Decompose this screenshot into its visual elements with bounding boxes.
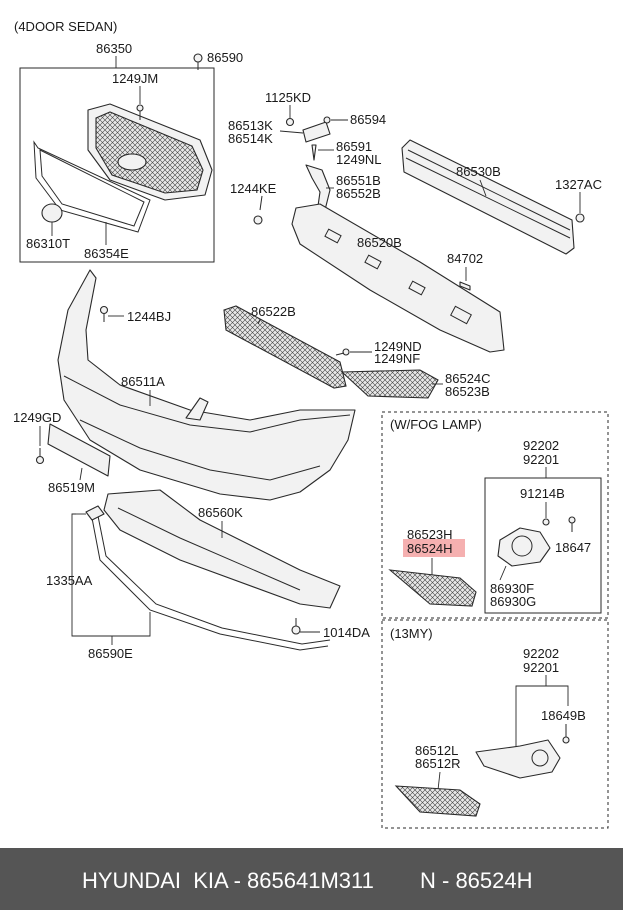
label-18647: 18647	[555, 540, 591, 555]
label-18649B: 18649B	[541, 708, 586, 723]
label-1249NL: 1249NL	[336, 152, 382, 167]
grille-molding-inner	[39, 149, 145, 227]
screw-1249JM	[136, 104, 144, 120]
label-86530B: 86530B	[456, 164, 501, 179]
13my-fog-lamp	[475, 739, 561, 779]
screw-1249ND	[335, 348, 350, 356]
label-86511A: 86511A	[121, 374, 165, 389]
label-1244BJ: 1244BJ	[127, 309, 171, 324]
footer-part-number: HYUNDAI KIA - 865641M311	[82, 868, 374, 893]
bracket-86551B	[305, 164, 331, 211]
label-86310T: 86310T	[26, 236, 70, 251]
fog-lamp-assembly	[497, 527, 551, 567]
label-86524C: 86524C	[445, 371, 491, 386]
clip-1335AA	[85, 505, 105, 521]
label-86523B: 86523B	[445, 384, 490, 399]
grille-group-box	[19, 67, 215, 263]
nut-1327AC	[575, 213, 585, 223]
pad-84702	[459, 281, 471, 291]
label-86519M: 86519M	[48, 480, 95, 495]
label-1125KD: 1125KD	[265, 90, 311, 105]
label-1249GD: 1249GD	[13, 410, 61, 425]
grille-molding	[33, 140, 151, 233]
under-cover	[103, 489, 341, 609]
bracket-86513K	[285, 116, 331, 161]
energy-absorber	[291, 203, 505, 353]
label-86512L: 86512L	[415, 743, 458, 758]
fog-cover-86524H	[388, 569, 477, 607]
fog-lamp-subbox	[484, 477, 602, 614]
label-86524H: 86524H	[407, 541, 453, 556]
lower-grille	[223, 305, 347, 389]
kia-emblem	[41, 203, 63, 223]
screw-1244BJ	[99, 305, 109, 322]
label-86354E: 86354E	[84, 246, 129, 261]
label-92201-b: 92201	[523, 660, 559, 675]
label-1244KE: 1244KE	[230, 181, 277, 196]
screw-18647	[568, 516, 576, 532]
label-86930F: 86930F	[490, 581, 534, 596]
label-92202-b: 92202	[523, 646, 559, 661]
my13-title: (13MY)	[390, 626, 433, 641]
label-86350: 86350	[96, 41, 132, 56]
label-86513K: 86513K	[228, 118, 273, 133]
label-1335AA: 1335AA	[46, 573, 93, 588]
fog-cover-86524C	[340, 369, 439, 399]
label-86523H: 86523H	[407, 527, 453, 542]
label-86930G: 86930G	[490, 594, 536, 609]
bumper-beam	[401, 139, 575, 255]
label-1014DA: 1014DA	[323, 625, 370, 640]
license-bracket	[47, 423, 111, 477]
label-86551B: 86551B	[336, 173, 381, 188]
radiator-grille	[87, 103, 213, 201]
label-86514K: 86514K	[228, 131, 273, 146]
diagram-title: (4DOOR SEDAN)	[14, 19, 117, 34]
label-1249JM: 1249JM	[112, 71, 158, 86]
bolt-1014DA	[291, 618, 301, 635]
connector-91214B	[542, 518, 550, 526]
label-92202-a: 92202	[523, 438, 559, 453]
label-86590E: 86590E	[88, 646, 133, 661]
label-86594: 86594	[350, 112, 386, 127]
label-86512R: 86512R	[415, 756, 461, 771]
bolt-1244KE	[253, 195, 263, 225]
label-86552B: 86552B	[336, 186, 381, 201]
footer-bar: HYUNDAI KIA - 865641M311 N - 86524H	[0, 848, 623, 910]
label-86522B: 86522B	[251, 304, 296, 319]
screw-1249GD	[35, 448, 45, 465]
fog-lamp-title: (W/FOG LAMP)	[390, 417, 482, 432]
lower-lip-strip	[91, 517, 329, 651]
bumper-cover	[57, 269, 356, 501]
label-92201-a: 92201	[523, 452, 559, 467]
footer-reference: N - 86524H	[420, 868, 533, 893]
label-1249NF: 1249NF	[374, 351, 420, 366]
label-84702: 84702	[447, 251, 483, 266]
13my-fog-cover	[394, 785, 481, 817]
label-1249ND: 1249ND	[374, 339, 422, 354]
my13-box	[381, 619, 609, 829]
label-1327AC: 1327AC	[555, 177, 602, 192]
label-91214B: 91214B	[520, 486, 565, 501]
label-86520B: 86520B	[357, 235, 402, 250]
label-86560K: 86560K	[198, 505, 243, 520]
screw-18649B	[562, 724, 570, 744]
label-86591: 86591	[336, 139, 372, 154]
clip-86590	[193, 53, 203, 70]
label-86590: 86590	[207, 50, 243, 65]
exploded-parts-diagram: (4DOOR SEDAN) 86350 86590 1249JM 86310T …	[13, 19, 609, 829]
highlight-86524H	[403, 539, 465, 557]
